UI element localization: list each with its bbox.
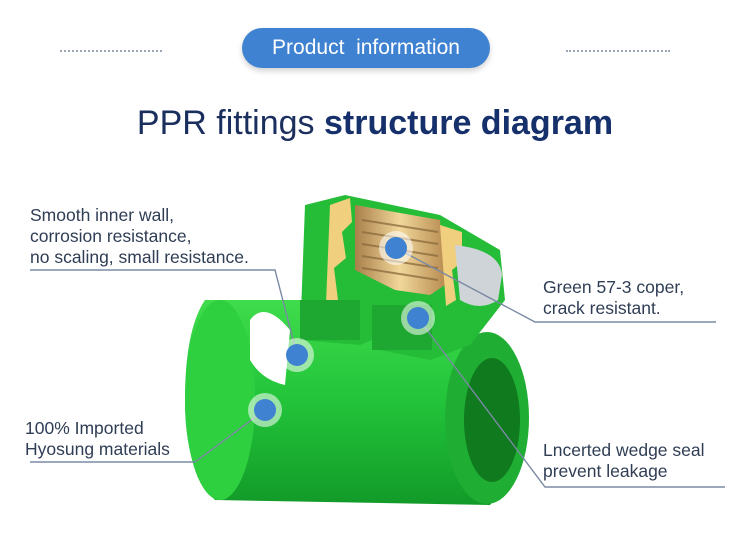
callout-line: corrosion resistance, — [30, 226, 192, 246]
socket-cutaway — [300, 195, 505, 360]
title-light: PPR fittings — [136, 104, 324, 142]
callout-line: no scaling, small resistance. — [30, 247, 249, 267]
callout-green-coper: Green 57-3 coper, crack resistant. — [543, 277, 684, 319]
callout-line: Smooth inner wall, — [30, 205, 174, 225]
callout-imported-materials: 100% Imported Hyosung materials — [25, 418, 170, 460]
callout-line: prevent leakage — [543, 461, 668, 481]
callout-line: Hyosung materials — [25, 439, 170, 459]
callout-smooth-inner-wall: Smooth inner wall, corrosion resistance,… — [30, 205, 249, 268]
header-left-dots — [60, 50, 162, 52]
marker-wedge-seal — [401, 301, 435, 335]
page-title: PPR fittings structure diagram — [0, 104, 750, 143]
callout-lines — [30, 247, 725, 488]
callout-line: Green 57-3 coper, — [543, 277, 685, 297]
product-information-badge: Product information — [242, 28, 490, 68]
callout-markers — [248, 231, 435, 427]
marker-green-coper — [379, 231, 413, 265]
callout-line: 100% Imported — [25, 418, 144, 438]
marker-imported — [248, 393, 282, 427]
callout-wedge-seal: Lncerted wedge seal prevent leakage — [543, 440, 705, 482]
callout-line: Lncerted wedge seal — [543, 440, 705, 460]
badge-label: Product information — [272, 36, 460, 59]
callout-line: crack resistant. — [543, 298, 661, 318]
marker-smooth-wall — [280, 338, 314, 372]
title-bold: structure diagram — [323, 104, 614, 142]
header-right-dots — [566, 50, 670, 52]
